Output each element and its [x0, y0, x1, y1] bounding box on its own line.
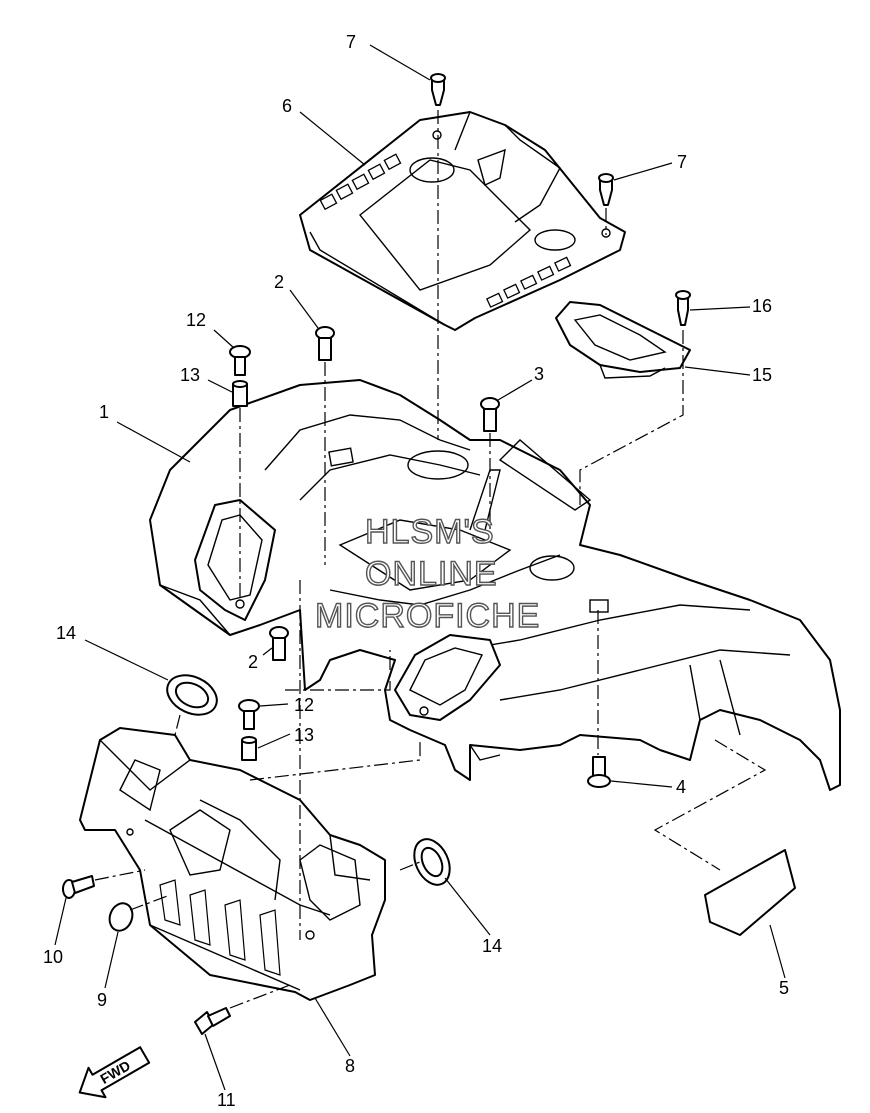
part-12-screw-upper: [229, 345, 251, 376]
callout-1: 1: [99, 402, 109, 422]
callout-numbers: 7 7 6 2 12 13 1 3 16 15 14 2 12 13 4 14 …: [43, 32, 789, 1110]
part-14-grommet-lower: [413, 838, 451, 886]
callout-14-upper: 14: [56, 623, 76, 643]
callout-3: 3: [534, 364, 544, 384]
callout-6: 6: [282, 96, 292, 116]
part-11-bolt: [194, 1007, 231, 1035]
cover-vents-right: [486, 256, 572, 308]
callout-11: 11: [217, 1090, 236, 1110]
part-1-front-fender: [149, 379, 841, 791]
assembly-lines: [94, 110, 767, 1009]
watermark-line-2: ONLINE: [365, 555, 498, 593]
part-5-decal: [704, 849, 796, 936]
callout-10: 10: [43, 947, 63, 967]
callout-9: 9: [97, 990, 107, 1010]
callout-2-upper: 2: [274, 272, 284, 292]
callout-14-lower: 14: [482, 936, 502, 956]
part-13-collar-upper: [232, 380, 248, 407]
part-12-screw-lower: [238, 699, 260, 730]
part-7-clip-a: [430, 73, 446, 106]
callout-8: 8: [345, 1056, 355, 1076]
callout-4: 4: [676, 777, 686, 797]
leader-lines: [54, 44, 786, 1091]
callout-16: 16: [752, 296, 772, 316]
callout-15: 15: [752, 365, 772, 385]
callout-12-upper: 12: [186, 310, 206, 330]
fwd-arrow: FWD: [78, 1046, 151, 1099]
part-15-guard: [555, 301, 691, 379]
part-8-lower-panel: [79, 727, 386, 1001]
part-3-bolt: [480, 397, 500, 432]
callout-13-lower: 13: [294, 725, 314, 745]
watermark-line-3: MICROFICHE: [315, 597, 540, 635]
callout-7-right: 7: [677, 152, 687, 172]
cover-vents-left: [319, 153, 402, 211]
part-2-bolt-upper: [315, 326, 335, 361]
part-13-collar-lower: [241, 736, 257, 761]
callout-13-upper: 13: [180, 365, 200, 385]
part-9-plug: [108, 902, 134, 932]
callout-2-lower: 2: [248, 652, 258, 672]
callout-7-top: 7: [346, 32, 356, 52]
callout-5: 5: [779, 978, 789, 998]
callout-12-lower: 12: [294, 695, 314, 715]
part-14-grommet-upper: [166, 674, 218, 716]
part-16-clip: [675, 290, 691, 326]
part-4-bolt: [587, 756, 611, 788]
part-6-center-cover: [299, 111, 626, 331]
part-2-bolt-lower: [269, 626, 289, 661]
watermark-line-1: HLSM'S: [365, 513, 495, 551]
part-7-clip-b: [598, 173, 614, 206]
part-10-screw: [62, 875, 95, 899]
watermark: HLSM'S ONLINE MICROFICHE: [314, 512, 540, 635]
